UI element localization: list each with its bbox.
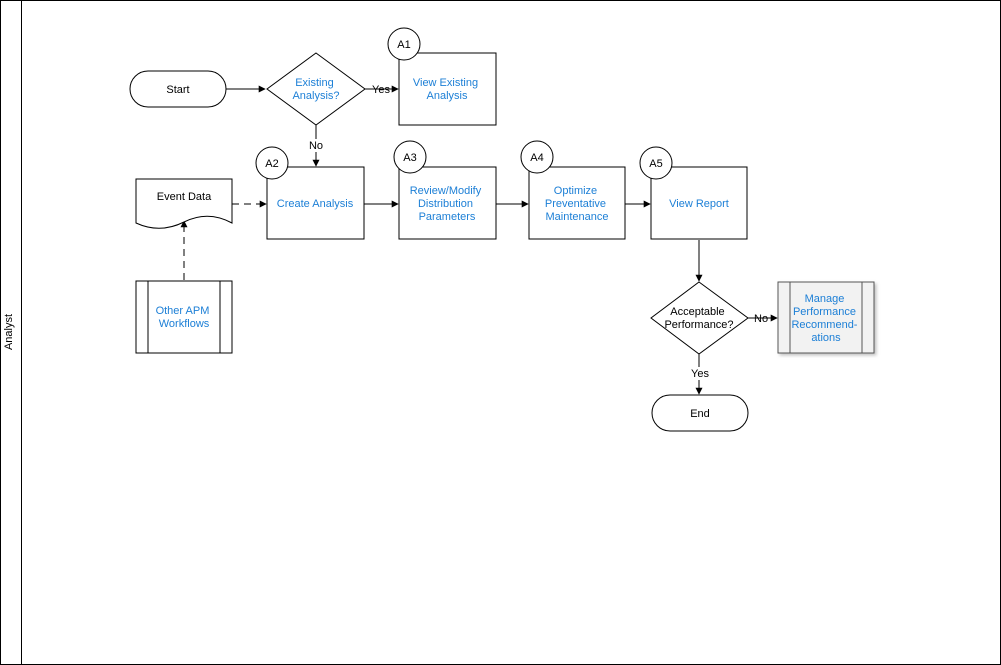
event-data-label: Event Data — [157, 191, 212, 203]
edge-label-existing-yes: Yes — [372, 84, 390, 96]
create-analysis-label: Create Analysis — [277, 198, 354, 210]
connectors — [180, 85, 778, 395]
view-report-label: View Report — [669, 198, 729, 210]
manage-performance-recommendations-process[interactable]: Manage Performance Recommend- ations — [777, 281, 875, 354]
manage-performance-recommendations-label: Manage Performance Recommend- ations — [791, 293, 860, 344]
other-apm-workflows-process[interactable]: Other APM Workflows — [135, 280, 233, 354]
acceptable-performance-decision: Acceptable Performance? — [650, 281, 749, 355]
step-badge-a4: A4 — [520, 140, 554, 174]
start-label: Start — [166, 84, 189, 96]
svg-text:A4: A4 — [530, 152, 543, 164]
edge-label-acceptable-no: No — [754, 313, 768, 325]
optimize-preventative-maintenance-label: Optimize Preventative Maintenance — [545, 185, 609, 223]
svg-text:A5: A5 — [649, 158, 662, 170]
review-modify-distribution-step[interactable]: Review/Modify Distribution Parameters — [398, 166, 497, 240]
svg-text:A2: A2 — [265, 158, 278, 170]
view-existing-analysis-step[interactable]: View Existing Analysis — [398, 52, 497, 126]
edge-label-existing-no: No — [309, 140, 323, 152]
step-badge-a1: A1 — [387, 27, 421, 61]
swimlane-label: Analyst — [3, 314, 15, 350]
other-apm-workflows-label: Other APM Workflows — [156, 305, 213, 330]
view-existing-analysis-label: View Existing Analysis — [413, 77, 481, 102]
view-report-step[interactable]: View Report — [650, 166, 748, 240]
end-terminator: End — [651, 394, 749, 432]
existing-analysis-label: Existing Analysis? — [292, 77, 339, 102]
step-badge-a5: A5 — [639, 146, 673, 180]
end-label: End — [690, 408, 710, 420]
existing-analysis-decision[interactable]: Existing Analysis? — [266, 52, 366, 126]
svg-text:A3: A3 — [403, 152, 416, 164]
optimize-preventative-maintenance-step[interactable]: Optimize Preventative Maintenance — [528, 166, 626, 240]
edge-label-acceptable-yes: Yes — [691, 368, 709, 380]
step-badge-a3: A3 — [393, 140, 427, 174]
acceptable-performance-label: Acceptable Performance? — [664, 306, 733, 331]
create-analysis-step[interactable]: Create Analysis — [266, 166, 365, 240]
svg-text:A1: A1 — [397, 39, 410, 51]
event-data-document: Event Data — [135, 178, 233, 229]
step-badge-a2: A2 — [255, 146, 289, 180]
start-terminator: Start — [129, 70, 227, 108]
review-modify-distribution-label: Review/Modify Distribution Parameters — [410, 185, 485, 223]
